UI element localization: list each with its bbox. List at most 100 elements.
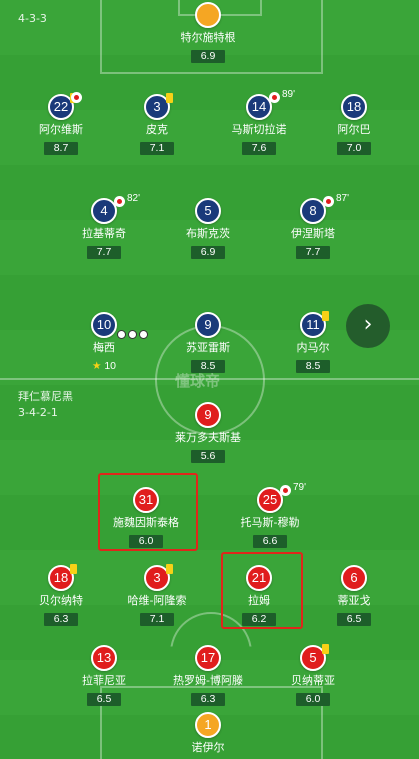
substitution-icon <box>269 92 280 103</box>
away-player[interactable]: 3 哈维-阿隆索 7.1 <box>102 564 212 626</box>
player-name: 布斯克茨 <box>186 227 230 240</box>
player-rating: 6.3 <box>191 693 225 706</box>
chevron-right-icon: › <box>363 312 373 337</box>
jersey-number: 21 <box>246 565 272 591</box>
away-player[interactable]: 9 莱万多夫斯基 5.6 <box>153 402 263 463</box>
player-rating: 6.9 <box>191 50 225 63</box>
player-name: 施魏因斯泰格 <box>113 516 179 529</box>
player-rating: 6.5 <box>337 613 371 626</box>
player-name: 苏亚雷斯 <box>186 341 230 354</box>
player-rating-value: 10 <box>104 360 117 372</box>
player-name: 内马尔 <box>296 341 330 354</box>
jersey-number: 5 <box>195 198 221 224</box>
jersey-number: 1 <box>195 712 221 738</box>
jersey-number <box>195 2 221 28</box>
player-name: 贝尔纳特 <box>39 594 83 607</box>
yellow-card-icon <box>70 564 77 574</box>
goal-ball-icon <box>117 330 126 339</box>
player-name: 伊涅斯塔 <box>291 227 335 240</box>
home-player[interactable]: 9 苏亚雷斯 8.5 <box>153 312 263 373</box>
home-player[interactable]: 5 布斯克茨 6.9 <box>153 198 263 259</box>
yellow-card-icon <box>322 644 329 654</box>
away-player[interactable]: 6 蒂亚戈 6.5 <box>299 565 409 626</box>
player-name: 特尔施特根 <box>180 31 236 44</box>
player-rating: 7.0 <box>337 142 371 155</box>
player-rating: 6.9 <box>191 246 225 259</box>
substitution-time: 89' <box>282 89 296 100</box>
player-name: 托马斯-穆勒 <box>240 516 300 529</box>
player-rating: 5.6 <box>191 450 225 463</box>
jersey-number: 3 <box>144 93 173 120</box>
away-formation: 3-4-2-1 <box>18 406 58 419</box>
yellow-card-icon <box>322 311 329 321</box>
highlight-box-schweinsteiger <box>98 473 198 551</box>
player-name: 皮克 <box>146 123 168 136</box>
jersey-number: 13 <box>91 645 117 671</box>
jersey-number: 17 <box>195 645 221 671</box>
jersey-number: 18 <box>341 94 367 120</box>
home-player[interactable]: 8 87' 伊涅斯塔 7.7 <box>258 193 368 259</box>
player-rating: 7.7 <box>296 246 330 259</box>
player-rating: 6.6 <box>253 535 287 548</box>
player-rating: 7.7 <box>87 246 121 259</box>
jersey-number: 10 <box>91 312 117 338</box>
away-team-name: 拜仁慕尼黑 <box>18 390 73 403</box>
home-player[interactable]: 4 82' 拉基蒂奇 7.7 <box>49 193 159 259</box>
player-rating: 6.0 <box>296 693 330 706</box>
substitution-time: 79' <box>293 482 307 493</box>
substitution-time: 87' <box>336 193 350 204</box>
jersey-number: 8 <box>300 198 326 224</box>
jersey-number: 5 <box>300 644 329 671</box>
jersey-number: 14 <box>246 94 272 120</box>
home-player[interactable]: 18 阿尔巴 7.0 <box>299 94 409 155</box>
player-name: 诺伊尔 <box>191 741 225 754</box>
star-icon: ★ <box>91 360 105 372</box>
jersey-number: 9 <box>195 312 221 338</box>
substitution-icon <box>280 485 291 496</box>
substitution-time: 82' <box>127 193 141 204</box>
yellow-card-icon <box>166 93 173 103</box>
player-name: 拉姆 <box>248 594 270 607</box>
jersey-number: 4 <box>91 198 117 224</box>
player-name: 阿尔巴 <box>337 123 371 136</box>
jersey-number: 3 <box>144 564 173 591</box>
jersey-number: 11 <box>300 311 329 338</box>
player-name: 拉基蒂奇 <box>82 227 126 240</box>
player-name: 莱万多夫斯基 <box>175 431 241 444</box>
jersey-number: 6 <box>341 565 367 591</box>
home-player[interactable]: 特尔施特根 6.9 <box>153 2 263 63</box>
home-formation: 4-3-3 <box>18 12 47 25</box>
jersey-number: 9 <box>195 402 221 428</box>
player-rating: 6.5 <box>87 693 121 706</box>
player-rating: 8.5 <box>191 360 225 373</box>
yellow-card-icon <box>166 564 173 574</box>
next-page-button[interactable]: › <box>346 304 390 348</box>
player-rating: 7.1 <box>140 613 174 626</box>
substitution-icon <box>71 92 82 103</box>
player-name: 哈维-阿隆索 <box>127 594 187 607</box>
player-rating: ★ 10 <box>84 360 124 373</box>
watermark-text: 懂球帝 <box>175 372 221 390</box>
player-name: 梅西 <box>93 341 115 354</box>
away-player[interactable]: 1 诺伊尔 <box>153 712 263 759</box>
player-rating: 7.6 <box>242 142 276 155</box>
penalty-box-top <box>100 0 323 74</box>
player-rating: 8.7 <box>44 142 78 155</box>
player-name: 阿尔维斯 <box>39 123 83 136</box>
jersey-number: 18 <box>48 564 77 591</box>
player-name: 蒂亚戈 <box>337 594 371 607</box>
home-player[interactable]: 10 梅西 ★ 10 <box>49 312 159 373</box>
substitution-icon <box>323 196 334 207</box>
jersey-number: 31 <box>133 487 159 513</box>
